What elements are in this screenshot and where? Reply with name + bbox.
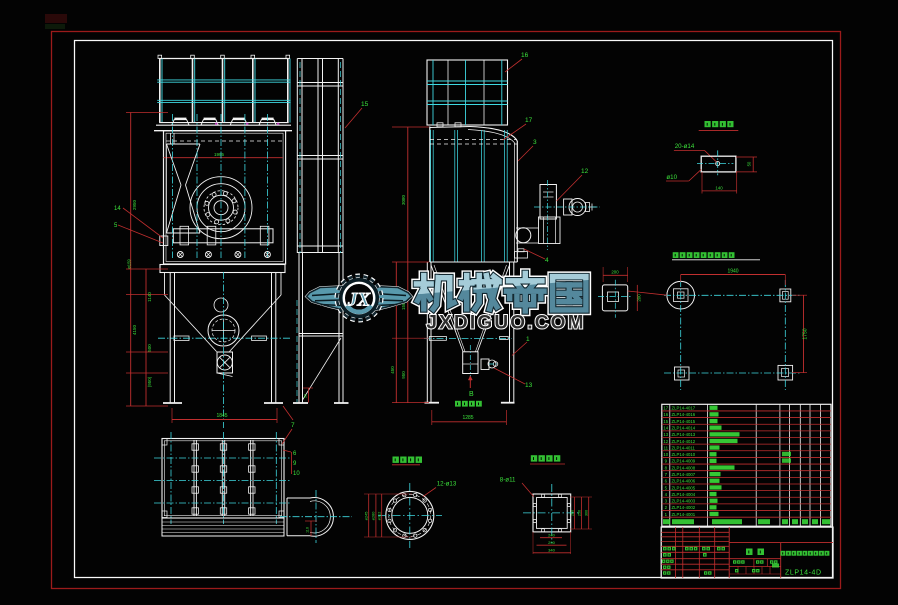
svg-text:500: 500 [147, 344, 152, 352]
svg-text:ZLP14-4012: ZLP14-4012 [672, 439, 696, 444]
svg-text:50: 50 [747, 161, 752, 166]
svg-text:17: 17 [525, 117, 533, 124]
svg-text:ZLP14-4004: ZLP14-4004 [672, 492, 696, 497]
svg-text:6: 6 [293, 451, 297, 457]
svg-text:950: 950 [401, 371, 406, 379]
svg-text:1285: 1285 [462, 415, 473, 421]
svg-text:JXDIGUO.COM: JXDIGUO.COM [426, 313, 585, 334]
svg-text:12-ø13: 12-ø13 [437, 481, 457, 488]
svg-text:5: 5 [114, 223, 118, 229]
svg-text:1500: 1500 [401, 299, 406, 310]
svg-text:340: 340 [548, 548, 555, 553]
svg-text:ZLP14-4014: ZLP14-4014 [672, 426, 696, 431]
svg-text:14: 14 [663, 426, 668, 431]
svg-text:1: 1 [526, 336, 530, 343]
svg-text:ZLP14-4007: ZLP14-4007 [672, 472, 696, 477]
svg-text:ø10: ø10 [666, 174, 677, 181]
svg-text:JX: JX [347, 290, 372, 311]
svg-text:ZLP14-4001: ZLP14-4001 [672, 512, 696, 517]
svg-text:ZLP14-4010: ZLP14-4010 [672, 452, 696, 457]
svg-text:16: 16 [663, 412, 668, 417]
svg-text:ZLP14-4006: ZLP14-4006 [672, 479, 696, 484]
svg-text:14: 14 [114, 206, 121, 212]
svg-text:15: 15 [663, 419, 668, 424]
svg-text:4: 4 [665, 492, 668, 497]
svg-text:16: 16 [521, 52, 529, 59]
svg-text:200: 200 [611, 269, 619, 274]
svg-text:200: 200 [637, 294, 642, 302]
svg-text:ø280: ø280 [372, 512, 376, 521]
svg-text:1: 1 [665, 512, 668, 517]
svg-text:300: 300 [585, 510, 589, 516]
svg-text:10: 10 [663, 452, 668, 457]
svg-text:ZLP14-4011: ZLP14-4011 [672, 445, 696, 450]
svg-text:ø312: ø312 [378, 512, 382, 521]
svg-text:15: 15 [361, 101, 369, 108]
svg-text:1845: 1845 [216, 413, 227, 419]
svg-text:(950): (950) [147, 376, 152, 387]
svg-text:4150: 4150 [132, 324, 137, 335]
svg-text:260: 260 [571, 510, 575, 516]
svg-text:2: 2 [665, 505, 668, 510]
svg-text:ZLP14-4002: ZLP14-4002 [672, 505, 696, 510]
svg-text:12: 12 [663, 439, 668, 444]
svg-text:8-ø11: 8-ø11 [500, 477, 516, 484]
svg-text:9: 9 [293, 461, 297, 467]
svg-text:13: 13 [525, 382, 533, 389]
svg-text:ZLP14-4017: ZLP14-4017 [672, 406, 696, 411]
svg-text:240: 240 [548, 533, 555, 538]
svg-text:1995: 1995 [214, 152, 225, 157]
svg-text:4: 4 [545, 257, 549, 264]
svg-text:10: 10 [293, 471, 300, 477]
svg-text:250: 250 [578, 510, 582, 516]
svg-text:8: 8 [665, 465, 668, 470]
svg-text:11: 11 [664, 445, 669, 450]
svg-text:1140: 1140 [147, 292, 152, 302]
svg-text:ZLP14-4016: ZLP14-4016 [672, 412, 696, 417]
svg-text:7: 7 [291, 422, 295, 429]
svg-text:12: 12 [581, 168, 589, 175]
svg-text:3: 3 [665, 499, 668, 504]
svg-text:110: 110 [306, 527, 310, 533]
svg-text:ø245: ø245 [365, 512, 369, 521]
svg-text:290: 290 [548, 540, 555, 545]
svg-text:6: 6 [665, 479, 668, 484]
svg-text:ZLP14-4008: ZLP14-4008 [672, 465, 696, 470]
svg-text:3080: 3080 [401, 194, 406, 205]
svg-text:140: 140 [715, 185, 723, 190]
svg-text:B: B [469, 391, 474, 398]
svg-text:13: 13 [663, 432, 668, 437]
svg-text:9: 9 [665, 459, 668, 464]
svg-text:1750: 1750 [803, 328, 809, 339]
svg-text:1940: 1940 [727, 269, 738, 275]
svg-text:2950: 2950 [132, 199, 137, 210]
svg-text:ZLP14-4003: ZLP14-4003 [672, 499, 696, 504]
svg-text:7: 7 [665, 472, 668, 477]
svg-text:ø159: ø159 [127, 259, 132, 269]
svg-text:5: 5 [665, 485, 668, 490]
svg-text:ZLP14-4005: ZLP14-4005 [672, 485, 696, 490]
svg-text:ZLP14-4015: ZLP14-4015 [672, 419, 696, 424]
svg-text:50: 50 [304, 394, 308, 398]
svg-text:3: 3 [533, 139, 537, 146]
svg-text:17: 17 [663, 406, 668, 411]
svg-text:ZLP14-4D: ZLP14-4D [785, 570, 822, 577]
svg-text:450: 450 [390, 366, 395, 374]
svg-text:ZLP14-4013: ZLP14-4013 [672, 432, 696, 437]
svg-text:20-ø14: 20-ø14 [675, 143, 695, 150]
svg-text:ZLP14-4009: ZLP14-4009 [672, 459, 696, 464]
